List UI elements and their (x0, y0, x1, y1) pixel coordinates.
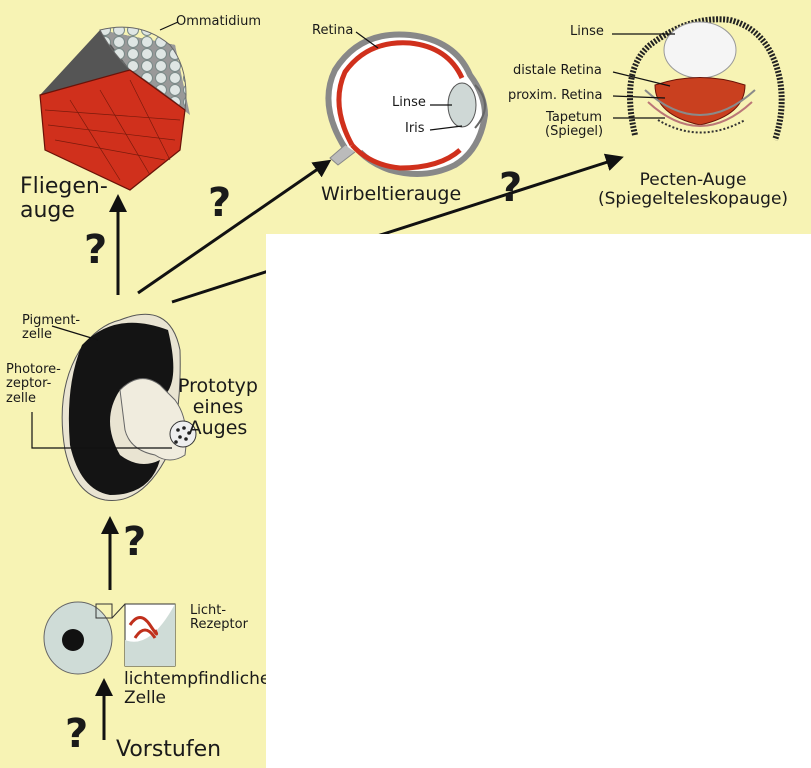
ommatidium-label: Ommatidium (176, 14, 262, 29)
pecten-lens-label: Linse (570, 24, 604, 39)
question-mark-pecten: ? (499, 165, 523, 211)
distal-retina-label: distale Retina (513, 63, 602, 78)
question-mark-fly: ? (84, 227, 108, 273)
fly-eye-label: Fliegen- auge (20, 174, 108, 224)
vertebrate-eye-illustration (325, 31, 489, 177)
retina-label: Retina (312, 23, 354, 38)
iris-label: Iris (405, 121, 425, 136)
light-sensitive-cell-label: lichtempfindliche Zelle (124, 669, 271, 708)
fly-eye-illustration (39, 26, 190, 191)
question-mark-prototype: ? (123, 519, 147, 565)
pecten-eye-illustration (627, 16, 785, 141)
prototype-eye-illustration (61, 313, 197, 501)
vertebrate-eye-label: Wirbeltierauge (321, 183, 462, 205)
pigment-cell-label: Pigment- zelle (22, 313, 81, 343)
evolution-arrows (95, 153, 624, 740)
light-receptor-label: Licht- Rezeptor (190, 603, 248, 633)
question-mark-vertebrate: ? (208, 180, 232, 226)
pecten-eye-label: Pecten-Auge (Spiegelteleskopauge) (598, 170, 789, 209)
photoreceptor-cell-label: Photore- zeptor- zelle (6, 362, 61, 406)
question-mark-precursor: ? (65, 711, 89, 757)
proximal-retina-label: proxim. Retina (508, 88, 603, 103)
lens-label: Linse (392, 95, 426, 110)
prototype-eye-label: Prototyp eines Auges (178, 375, 258, 439)
blank-panel (266, 234, 811, 768)
light-sensitive-cell-illustration (43, 601, 176, 675)
tapetum-label: Tapetum (Spiegel) (545, 110, 604, 140)
precursors-label: Vorstufen (116, 737, 222, 762)
